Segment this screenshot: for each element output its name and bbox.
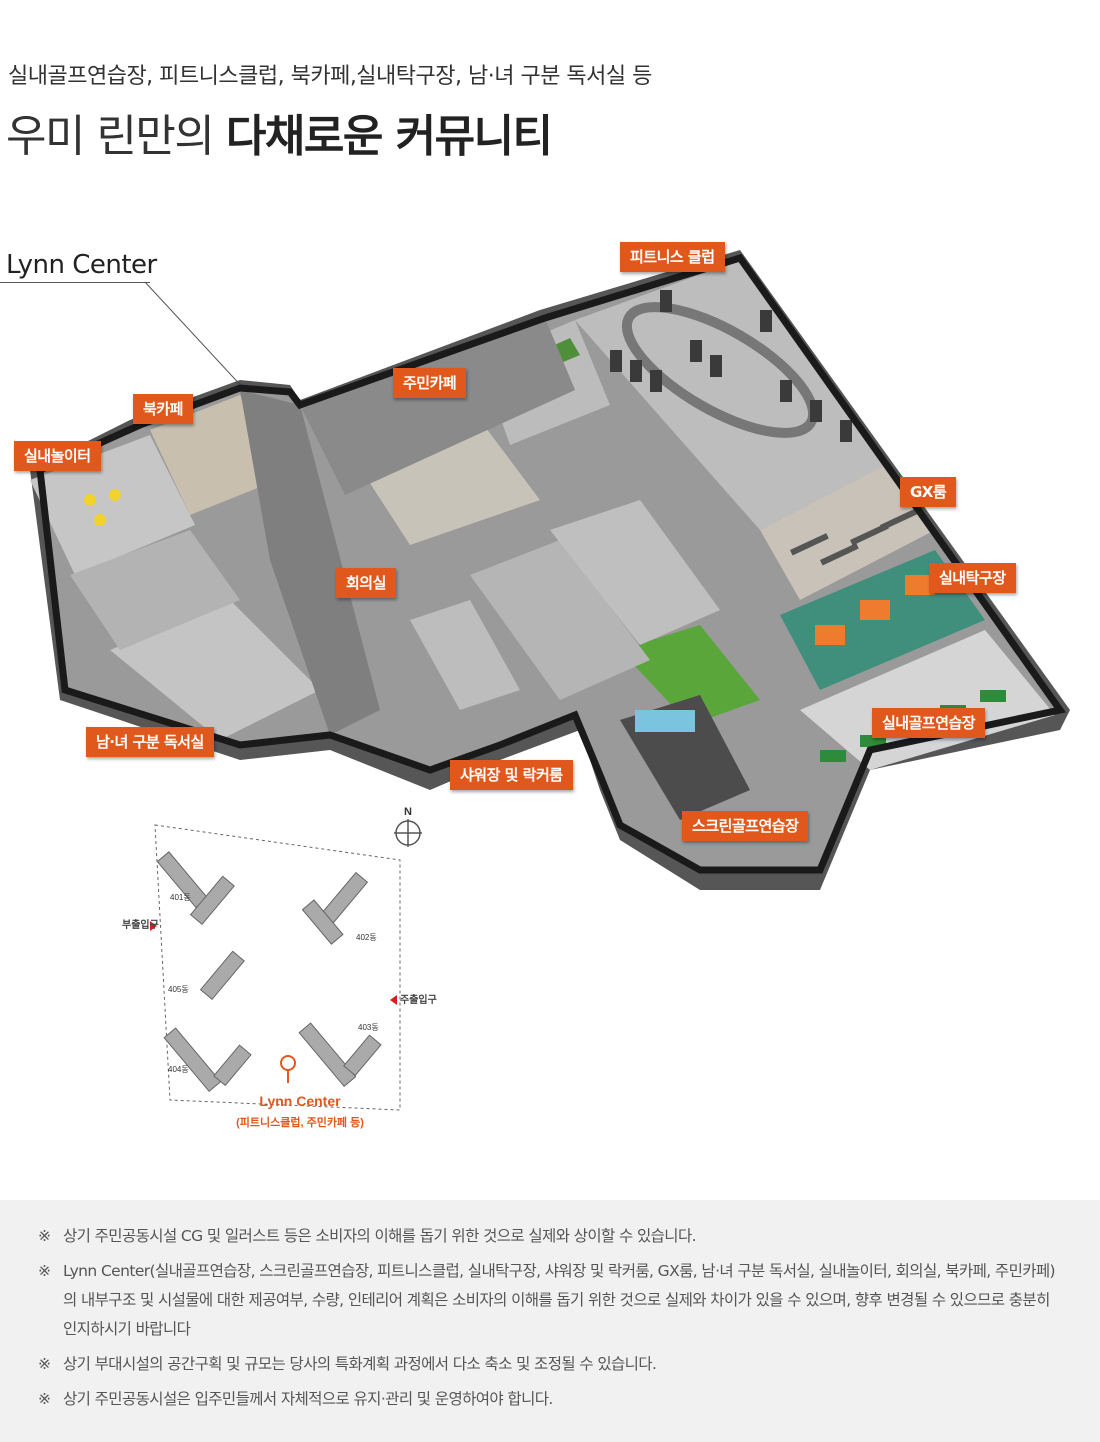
main-entrance-arrow-icon — [390, 995, 397, 1005]
tag-book-cafe: 북카페 — [133, 394, 193, 424]
site-center-name: Lynn Center — [259, 1093, 341, 1109]
tag-gx-room: GX룸 — [900, 477, 957, 507]
reading-room-floor — [110, 600, 320, 740]
gx-room-floor — [760, 465, 935, 600]
outer-walls — [36, 253, 1066, 874]
site-boundary — [154, 824, 401, 1111]
tag-golf-practice: 실내골프연습장 — [872, 708, 986, 738]
title-bold: 다채로운 커뮤니티 — [225, 111, 553, 162]
fitness-machines — [610, 290, 852, 442]
building-402 — [301, 871, 369, 945]
page-subtitle: 실내골프연습장, 피트니스클럽, 북카페,실내탁구장, 남·녀 구분 독서실 등 — [8, 64, 652, 89]
tag-table-tennis: 실내탁구장 — [929, 563, 1016, 593]
note-mark: ※ — [38, 1390, 51, 1408]
tag-resident-cafe: 주민카페 — [393, 368, 467, 398]
note-mark: ※ — [38, 1262, 51, 1280]
note-item: ※ 상기 부대시설의 공간구획 및 규모는 당사의 특화계획 과정에서 다소 축소… — [38, 1350, 1062, 1379]
note-text: Lynn Center(실내골프연습장, 스크린골프연습장, 피트니스클럽, 실… — [63, 1262, 1056, 1338]
meeting-room-floor — [410, 600, 520, 710]
lynn-center-leader — [0, 282, 150, 283]
lobby — [300, 318, 575, 495]
note-text: 상기 부대시설의 공간구획 및 규모는 당사의 특화계획 과정에서 다소 축소 … — [63, 1355, 657, 1373]
note-mark: ※ — [38, 1227, 51, 1245]
note-text: 상기 주민공동시설 CG 및 일러스트 등은 소비자의 이해를 돕기 위한 것으… — [63, 1227, 697, 1245]
tag-kids-play: 실내놀이터 — [14, 441, 101, 471]
tag-shower-locker: 샤워장 및 락커룸 — [450, 760, 573, 790]
tag-reading-room: 남·녀 구분 독서실 — [86, 727, 214, 757]
note-item: ※ Lynn Center(실내골프연습장, 스크린골프연습장, 피트니스클럽, … — [38, 1257, 1062, 1344]
building-403-label: 403동 — [358, 1023, 379, 1032]
shower-locker-floor — [470, 540, 650, 700]
north-label: N — [404, 806, 412, 818]
kids-play-items — [84, 489, 121, 526]
side-entrance-label: 부출입구 — [122, 918, 159, 931]
note-item: ※ 상기 주민공동시설은 입주민들께서 자체적으로 유지·관리 및 운영하여야 합… — [38, 1385, 1062, 1414]
building-404-label: 404동 — [168, 1065, 189, 1074]
north-compass-icon: N — [394, 806, 422, 847]
restroom-floor — [550, 500, 720, 645]
building-405 — [199, 950, 245, 1000]
site-center-desc: (피트니스클럽, 주민카페 등) — [236, 1115, 364, 1129]
building-401 — [156, 851, 235, 925]
building-404 — [163, 1027, 252, 1093]
screen-golf-screen — [635, 710, 695, 732]
gx-mats — [790, 508, 919, 566]
tag-fitness: 피트니스 클럽 — [620, 242, 725, 272]
note-item: ※ 상기 주민공동시설 CG 및 일러스트 등은 소비자의 이해를 돕기 위한 것… — [38, 1222, 1062, 1251]
disclaimer-notes: ※ 상기 주민공동시설 CG 및 일러스트 등은 소비자의 이해를 돕기 위한 것… — [0, 1200, 1100, 1442]
note-mark: ※ — [38, 1355, 51, 1373]
lounge-floor — [70, 530, 240, 650]
title-light: 우미 린만의 — [6, 111, 226, 162]
tag-meeting-room: 회의실 — [336, 568, 396, 598]
leader-line — [144, 281, 246, 391]
location-pin-icon — [280, 1055, 296, 1083]
lynn-center-label: Lynn Center — [6, 250, 157, 280]
building-402-label: 402동 — [356, 933, 377, 942]
note-text: 상기 주민공동시설은 입주민들께서 자체적으로 유지·관리 및 운영하여야 합니… — [63, 1390, 553, 1408]
tag-screen-golf: 스크린골프연습장 — [682, 811, 809, 841]
side-entrance-arrow-icon — [150, 921, 157, 931]
corridor — [240, 390, 380, 735]
putting-green — [620, 625, 760, 725]
building-405-label: 405동 — [168, 985, 189, 994]
page-title: 우미 린만의 다채로운 커뮤니티 — [6, 100, 553, 164]
main-entrance-label: 주출입구 — [400, 993, 437, 1006]
fitness-track — [621, 302, 819, 438]
ping-pong-tables — [815, 575, 935, 645]
site-map: N 401동 402동 405동 403동 404동 부출입구 주출입구 Lyn… — [122, 806, 437, 1129]
building-403 — [298, 1022, 382, 1088]
fitness-floor — [575, 260, 885, 530]
building-401-label: 401동 — [170, 893, 191, 902]
